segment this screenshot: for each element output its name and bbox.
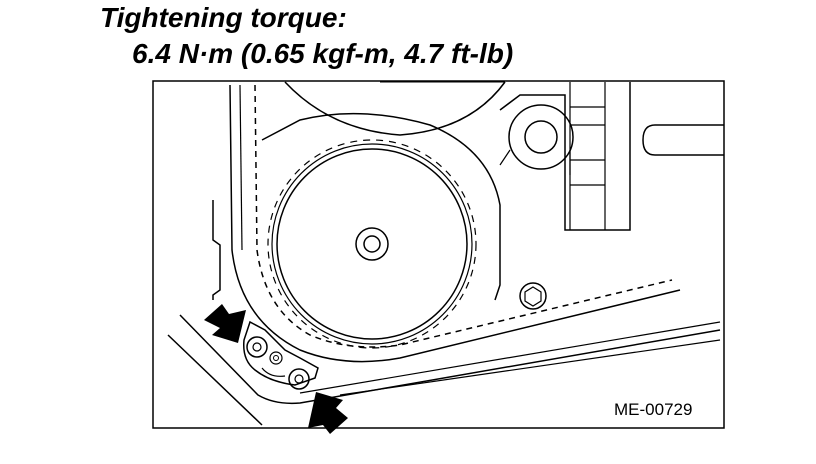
hex-bolt-socket [524, 286, 542, 307]
tensioner-bolt-lower-center [294, 374, 304, 384]
idler-boss-inner [524, 120, 558, 154]
torque-value: 6.4 N·m (0.65 kgf-m, 4.7 ft-lb) [132, 38, 514, 69]
main-sprocket [267, 139, 477, 349]
tensioner-slot [261, 367, 286, 377]
timing-belt-inner [254, 84, 673, 348]
timing-belt-outer [229, 84, 681, 363]
lower-cover-line [339, 339, 721, 396]
sprocket-bore [363, 235, 381, 253]
arrow-icon [204, 304, 246, 343]
tensioner-bolt-upper-center [252, 342, 262, 352]
hex-bolt-head [519, 282, 547, 310]
figure-code: ME-00729 [614, 400, 693, 419]
boss-web [499, 149, 571, 175]
lower-cover-line [179, 314, 721, 405]
tensioner-bolt-lower [288, 368, 310, 390]
housing-contour [261, 112, 501, 301]
upper-sprocket-outline [284, 81, 506, 136]
right-bracket [499, 82, 631, 231]
arrow-icon [308, 392, 348, 434]
tensioner-pivot-center [273, 355, 279, 361]
slot-outline [642, 124, 724, 156]
sprocket-hub [355, 227, 389, 261]
belt-guide-line [239, 84, 243, 251]
lower-cover-line [167, 334, 263, 426]
left-cover-edge [212, 200, 221, 300]
idler-boss-outer [508, 104, 574, 170]
lower-cover-line [299, 321, 721, 394]
tensioner-bracket [242, 320, 319, 386]
tensioner-pivot [269, 351, 283, 365]
tensioner-bolt-upper [246, 336, 268, 358]
torque-heading: Tightening torque: [100, 2, 347, 33]
figure-frame [152, 80, 725, 429]
